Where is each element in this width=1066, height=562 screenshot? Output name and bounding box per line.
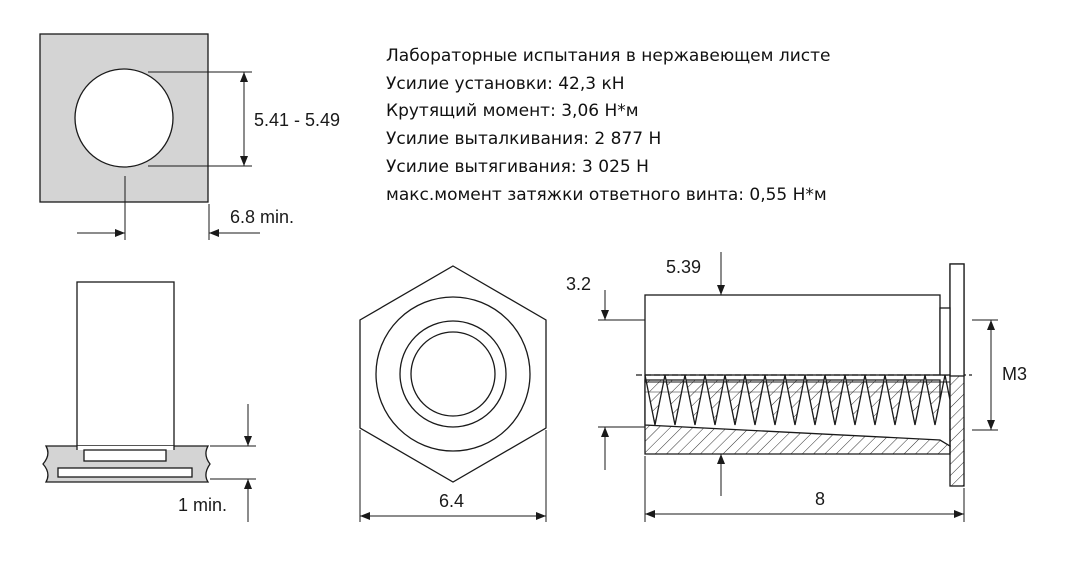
spec-pullout-force: Усилие вытягивания: 3 025 Н — [386, 157, 649, 177]
hex-end-view: 6.4 — [359, 265, 547, 522]
hex-head-outline — [359, 265, 547, 483]
edge-distance-label: 6.8 min. — [230, 207, 294, 227]
mounting-hole — [74, 68, 174, 168]
chamfer-circle — [375, 296, 531, 452]
sheet-thickness-label: 1 min. — [178, 495, 227, 515]
bore-inner-circle — [410, 331, 496, 417]
standoff-body-upper — [644, 294, 941, 376]
hole-diameter-label: 5.41 - 5.49 — [254, 110, 340, 130]
standoff-head — [57, 467, 193, 478]
spec-title: Лабораторные испытания в нержавеющем лис… — [386, 46, 830, 66]
sheet-hole-view: 5.41 - 5.49 6.8 min. — [39, 33, 340, 240]
specification-text: Лабораторные испытания в нержавеющем лис… — [386, 46, 830, 205]
spec-pushout-force: Усилие выталкивания: 2 877 Н — [386, 129, 661, 149]
body-diameter-label: 5.39 — [666, 257, 701, 277]
sectional-side-view: 5.39 3.2 M3 8 — [566, 252, 1027, 522]
installed-side-view: 1 min. — [42, 281, 256, 522]
spec-max-mating-torque: макс.момент затяжки ответного винта: 0,5… — [386, 185, 827, 205]
undercut-groove — [939, 307, 951, 376]
bore-outer-circle — [399, 320, 507, 428]
shank-length-label: 3.2 — [566, 274, 591, 294]
spec-torque: Крутящий момент: 3,06 Н*м — [386, 101, 639, 121]
internal-thread — [644, 374, 951, 448]
thread-label: M3 — [1002, 364, 1027, 384]
standoff-body — [76, 281, 175, 447]
standoff-collar — [83, 449, 167, 462]
hex-width-label: 6.4 — [439, 491, 464, 511]
overall-length-label: 8 — [815, 489, 825, 509]
spec-installation-force: Усилие установки: 42,3 кН — [386, 74, 625, 94]
